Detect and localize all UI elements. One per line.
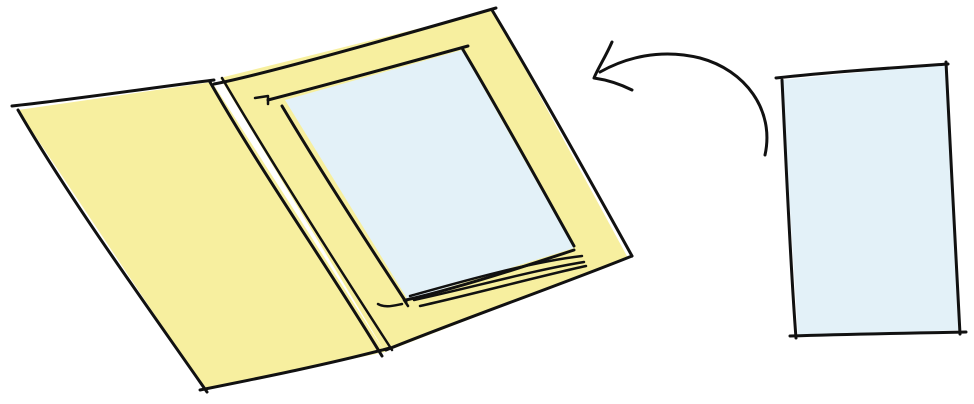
loose-sheet-body <box>782 64 960 336</box>
curved-arrow-icon <box>594 42 767 155</box>
paper-sheet-icon <box>776 62 966 338</box>
